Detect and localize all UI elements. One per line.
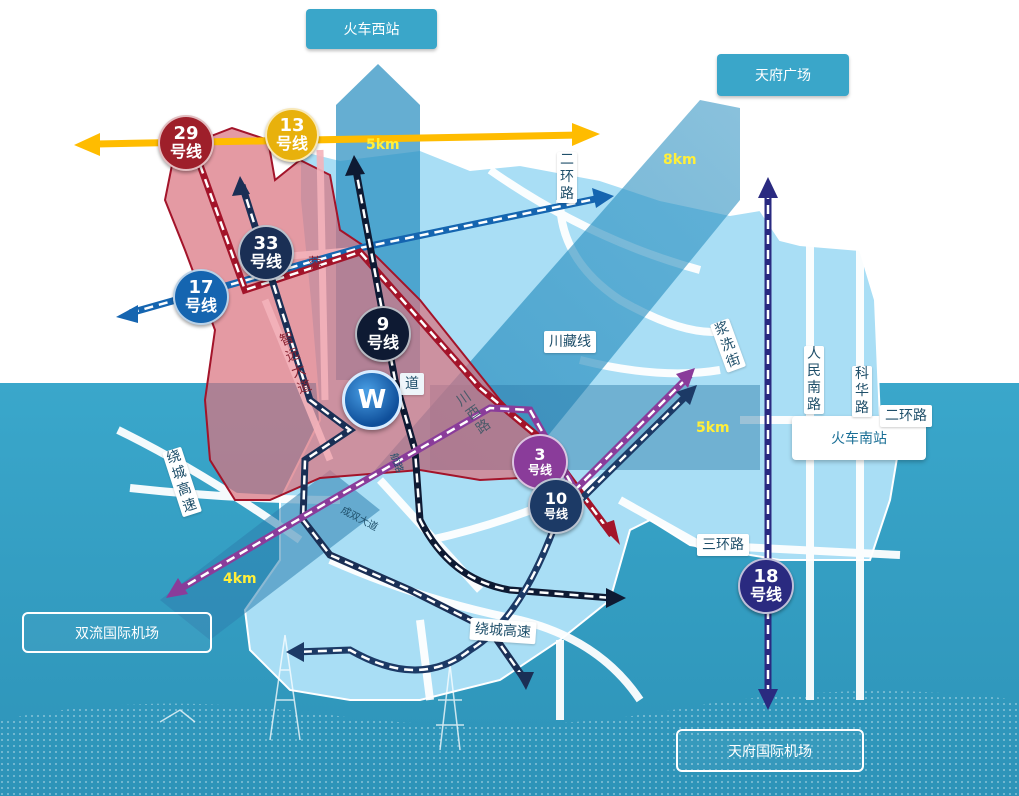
road-label-raocheng-south: 绕城高速 [469, 617, 537, 645]
shuangliu-airport-label: 双流国际机场 [22, 612, 212, 653]
dot-waves [0, 691, 1019, 796]
metro-badge-29: 29 号线 [158, 115, 214, 171]
metro-badge-18: 18 号线 [738, 558, 794, 614]
west-station-label: 火车西站 [306, 9, 437, 49]
landmark-towers [159, 634, 464, 751]
metro-line-10 [286, 385, 697, 674]
metro-badge-17-number: 17 [188, 277, 214, 299]
metro-badge-13-number: 13 [279, 115, 305, 137]
metro-badge-33-suffix: 号线 [249, 252, 282, 272]
tianfu-airport-label: 天府国际机场 [676, 729, 864, 772]
metro-badge-17-suffix: 号线 [184, 296, 217, 316]
road-label-second-ring: 二环路 [557, 152, 577, 203]
metro-badge-18-number: 18 [753, 566, 779, 588]
metro-badge-29-number: 29 [173, 123, 199, 145]
metro-badge-10: 10 号线 [528, 478, 584, 534]
metro-badge-3-number: 3 [534, 445, 546, 465]
metro-badge-33-number: 33 [253, 233, 279, 255]
metro-badge-9-suffix: 号线 [366, 333, 399, 353]
road-label-avenue-fragment: 道 [400, 373, 424, 395]
metro-badge-13-suffix: 号线 [275, 134, 308, 154]
distance-tianfu-square: 8km [663, 152, 697, 168]
project-logo: W [342, 370, 402, 430]
metro-badge-13: 13 号线 [265, 108, 319, 162]
metro-badge-10-suffix: 号线 [543, 507, 568, 522]
metro-badge-18-suffix: 号线 [749, 585, 782, 605]
road-label-top-fragment: 蓉 [308, 256, 322, 272]
distance-west-station: 5km [366, 137, 400, 153]
metro-badge-29-suffix: 号线 [169, 142, 202, 162]
distance-shuangliu-airport: 4km [223, 571, 257, 587]
tianfu-square-label: 天府广场 [717, 54, 849, 96]
road-label-renmin-south: 人民南路 [804, 346, 824, 414]
metro-badge-9: 9 号线 [355, 306, 411, 362]
metro-badge-17: 17 号线 [173, 269, 229, 325]
road-label-third-ring: 三环路 [697, 534, 749, 556]
metro-badge-10-number: 10 [544, 489, 568, 509]
distance-south-station: 5km [696, 420, 730, 436]
metro-line-3 [166, 368, 695, 598]
metro-line-9 [345, 155, 626, 608]
metro-badge-33: 33 号线 [238, 225, 294, 281]
metro-badge-3-suffix: 号线 [527, 463, 552, 478]
metro-badge-9-number: 9 [376, 314, 390, 336]
beam-to-shuangliu [160, 470, 380, 640]
road-label-kehua: 科华路 [852, 366, 872, 417]
road-label-ring-partial: 二环路 [880, 405, 932, 427]
road-label-chuanzang: 川藏线 [544, 331, 596, 353]
